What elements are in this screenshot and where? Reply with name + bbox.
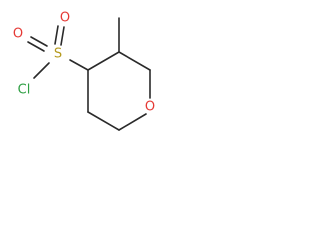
- bond-s-o-left-2: [27, 41, 45, 52]
- chemical-structure-diagram: S O O Cl O: [13, 11, 155, 131]
- atom-cl-label: Cl: [18, 83, 31, 98]
- atom-o-ring-label: O: [145, 100, 155, 115]
- bond-s-o-top-1: [54, 25, 59, 45]
- bond-c4-c3: [87, 51, 120, 71]
- bond-s-o-top-2: [60, 26, 65, 46]
- atom-o-left-label: O: [13, 27, 23, 42]
- bond-s-o-left-1: [30, 36, 48, 47]
- atom-s-label: S: [54, 47, 62, 62]
- atom-o-top-label: O: [60, 11, 70, 26]
- bond-c6-c5: [87, 111, 120, 131]
- bond-c4-s: [69, 59, 89, 71]
- bond-c3-c2: [118, 51, 151, 71]
- bond-o-ring-c6: [118, 113, 147, 131]
- bond-s-cl: [33, 62, 50, 79]
